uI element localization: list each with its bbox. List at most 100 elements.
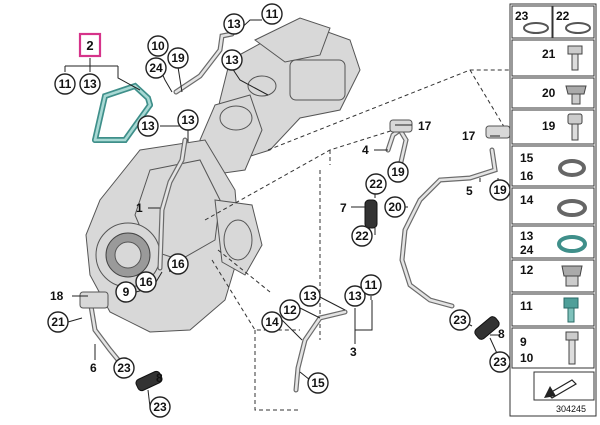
callout-14[interactable]: 14	[261, 311, 283, 333]
callout-22-mid[interactable]: 22	[365, 173, 387, 195]
panel-row-11[interactable]: 11	[511, 293, 595, 327]
svg-text:9: 9	[520, 335, 527, 349]
installation-lines	[204, 69, 513, 411]
callout-22-low[interactable]: 22	[351, 225, 373, 247]
panel-row-9-10[interactable]: 910	[511, 327, 595, 369]
svg-text:15: 15	[311, 376, 325, 390]
panel-row-12[interactable]: 12	[511, 259, 595, 293]
banjo-bolt-shank-icon	[567, 307, 575, 323]
svg-text:11: 11	[266, 7, 279, 21]
svg-text:23: 23	[515, 9, 529, 23]
svg-text:23: 23	[153, 400, 167, 414]
callout-11-top[interactable]: 11	[261, 3, 283, 25]
label-17-right[interactable]: 17	[462, 129, 476, 143]
callout-13-a[interactable]: 13	[221, 49, 243, 71]
callout-13-e[interactable]: 13	[344, 285, 366, 307]
callout-13-left[interactable]: 13	[79, 73, 101, 95]
callout-13-b[interactable]: 13	[137, 115, 159, 137]
svg-text:16: 16	[171, 257, 185, 271]
svg-text:14: 14	[265, 315, 279, 329]
svg-text:11: 11	[520, 299, 533, 313]
svg-text:12: 12	[283, 303, 297, 317]
svg-text:13: 13	[141, 119, 155, 133]
label-5[interactable]: 5	[466, 184, 473, 198]
callout-13-c[interactable]: 13	[177, 109, 199, 131]
callout-21-left[interactable]: 21	[47, 311, 69, 333]
callout-20-mid[interactable]: 20	[384, 196, 406, 218]
callout-10[interactable]: 10	[147, 35, 169, 57]
leader-lines	[64, 19, 501, 408]
callout-11-left[interactable]: 11	[54, 73, 76, 95]
bolt-shank-icon	[571, 123, 579, 141]
callout-23-left[interactable]: 23	[113, 357, 135, 379]
callout-15[interactable]: 15	[307, 372, 329, 394]
hose-clamp-icon	[523, 22, 549, 34]
callout-23-left-b[interactable]: 23	[149, 396, 171, 418]
label-4[interactable]: 4	[362, 143, 369, 157]
line-part-top	[173, 31, 235, 95]
callout-11-bottom[interactable]: 11	[360, 274, 382, 296]
svg-text:10: 10	[151, 39, 165, 53]
line-part-5	[399, 125, 511, 309]
callout-9[interactable]: 9	[115, 281, 137, 303]
svg-text:19: 19	[171, 51, 185, 65]
callout-23-right-b[interactable]: 23	[489, 351, 511, 373]
svg-text:23: 23	[117, 361, 131, 375]
arrow-head-icon	[544, 386, 556, 398]
callout-16-b[interactable]: 16	[135, 271, 157, 293]
bolt-shank-icon	[571, 53, 579, 71]
hose-clamp-icon	[565, 22, 591, 34]
hose-part-8-right	[474, 316, 500, 340]
svg-text:13: 13	[520, 229, 534, 243]
panel-row-21[interactable]: 21	[511, 39, 595, 77]
label-6[interactable]: 6	[90, 361, 97, 375]
label-18[interactable]: 18	[50, 289, 64, 303]
svg-text:10: 10	[520, 351, 534, 365]
svg-text:19: 19	[391, 165, 405, 179]
svg-text:16: 16	[520, 169, 534, 183]
svg-text:22: 22	[355, 229, 369, 243]
svg-text:24: 24	[520, 243, 534, 257]
highlighted-callout-2[interactable]: 2	[78, 32, 102, 58]
svg-text:9: 9	[123, 285, 130, 299]
callout-16-a[interactable]: 16	[167, 253, 189, 275]
plain-labels: 17 17 4 7 5 1 18 6 3 8 8	[50, 119, 505, 385]
callout-24[interactable]: 24	[145, 57, 167, 79]
panel-row-14[interactable]: 14	[511, 187, 595, 225]
svg-text:2: 2	[86, 38, 93, 53]
svg-text:22: 22	[369, 177, 383, 191]
panel-row-20[interactable]: 20	[511, 77, 595, 109]
line-part-4	[385, 119, 413, 178]
line-part-1	[157, 137, 188, 271]
label-8-left[interactable]: 8	[156, 371, 163, 385]
callout-23-right[interactable]: 23	[449, 309, 471, 331]
label-1[interactable]: 1	[136, 201, 143, 215]
callout-19-top[interactable]: 19	[167, 47, 189, 69]
label-17-mid[interactable]: 17	[418, 119, 432, 133]
svg-text:12: 12	[520, 263, 534, 277]
callout-13-top[interactable]: 13	[223, 13, 245, 35]
svg-text:13: 13	[83, 77, 97, 91]
svg-text:21: 21	[51, 315, 65, 329]
callout-12[interactable]: 12	[279, 299, 301, 321]
svg-text:16: 16	[139, 275, 153, 289]
callout-19-right[interactable]: 19	[489, 179, 511, 201]
svg-text:13: 13	[225, 53, 239, 67]
label-7[interactable]: 7	[340, 201, 347, 215]
svg-text:19: 19	[493, 183, 507, 197]
label-8-right[interactable]: 8	[498, 327, 505, 341]
callout-19-mid[interactable]: 19	[387, 161, 409, 183]
nut-icon	[565, 85, 587, 95]
banjo-bolt-icon	[563, 297, 579, 309]
panel-row-19[interactable]: 19	[511, 109, 595, 145]
callout-13-d[interactable]: 13	[299, 285, 321, 307]
sealing-ring-icon	[557, 235, 587, 253]
label-3[interactable]: 3	[350, 345, 357, 359]
hose-part-8-left	[135, 370, 163, 392]
